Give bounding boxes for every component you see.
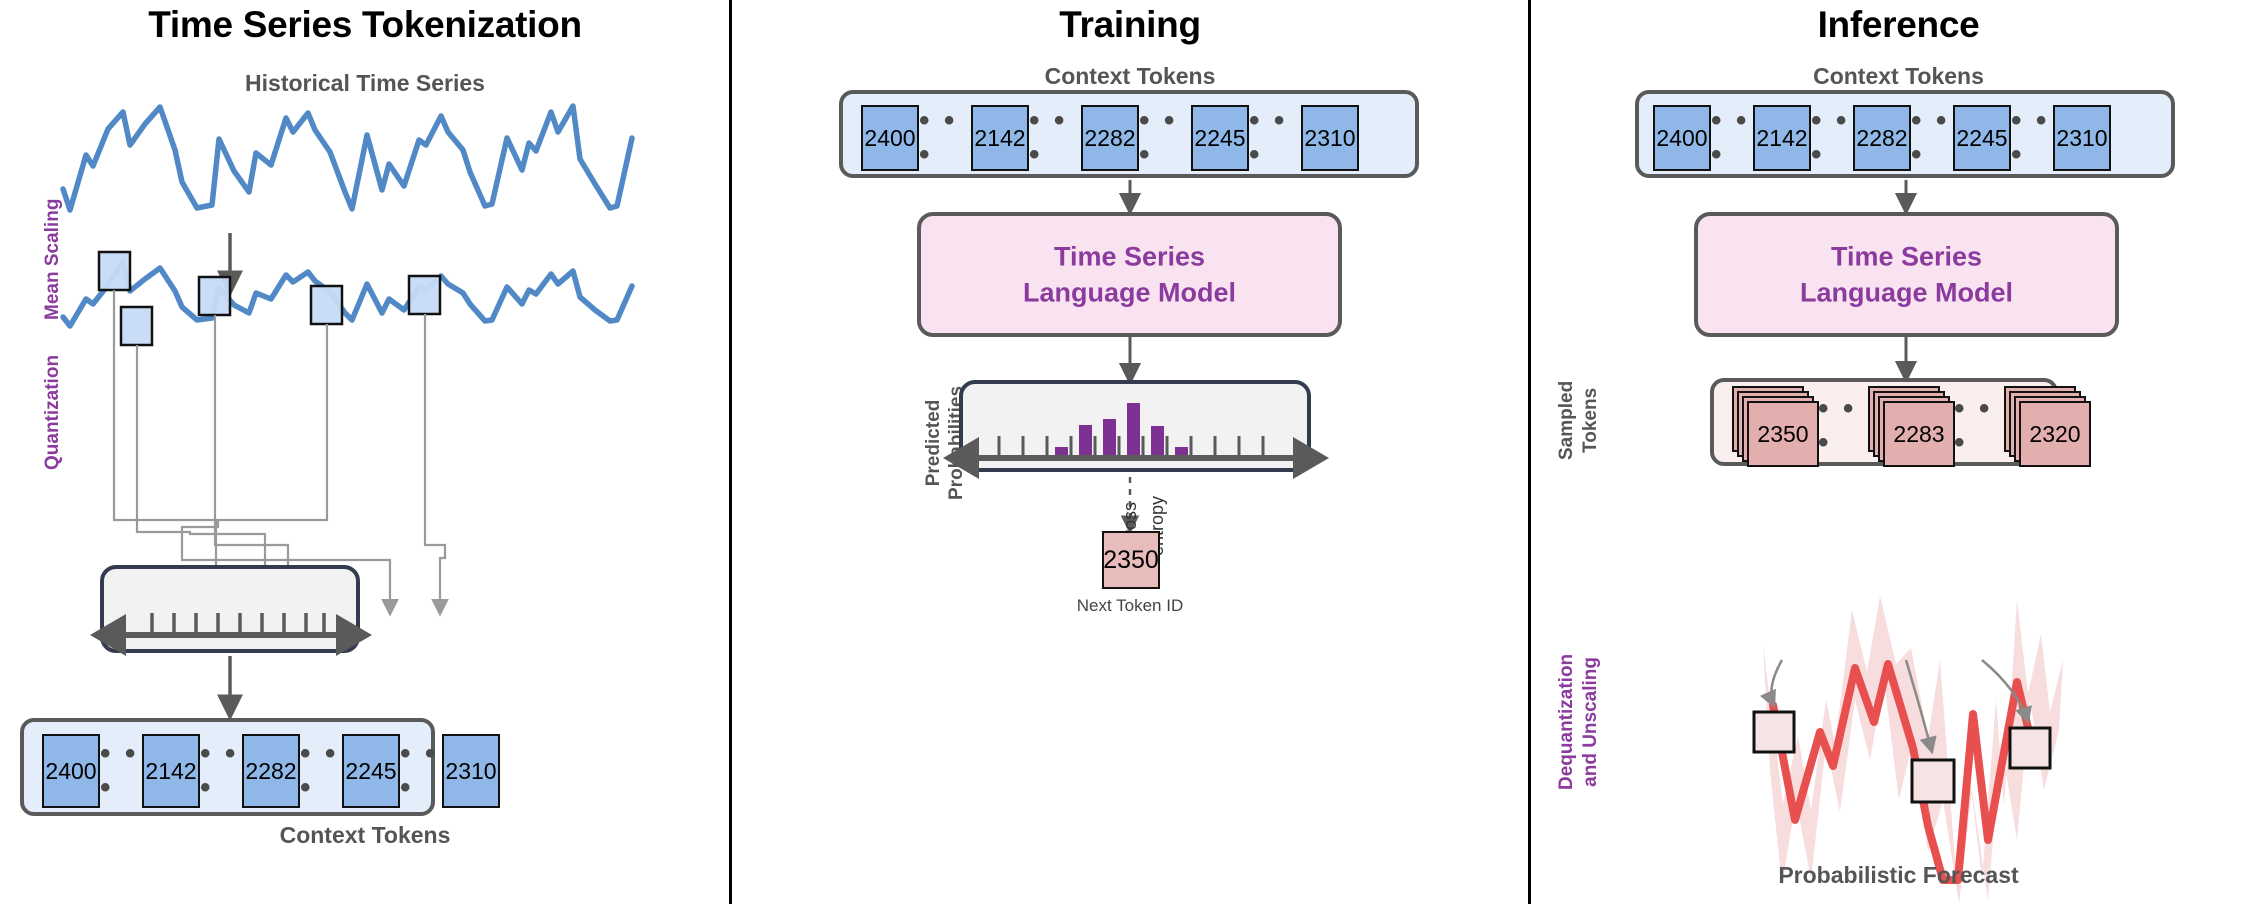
token-ellipsis: • • • xyxy=(1911,104,1950,171)
panel-divider-1 xyxy=(729,0,732,904)
context-token: 2310 xyxy=(2053,105,2111,171)
token-ellipsis: • • • xyxy=(1711,104,1750,171)
sampled-token: 2283 xyxy=(1883,401,1955,467)
tokenization-figure xyxy=(60,103,635,617)
model-label-inference: Time Series Language Model xyxy=(1698,238,2115,311)
model-label-line1: Time Series xyxy=(1053,241,1206,272)
predicted-probabilities-box xyxy=(943,380,1329,479)
context-tokens-row-inference: 2400• • •2142• • •2282• • •2245• • •2310 xyxy=(1653,104,2111,171)
panel-tokenization: Time Series Tokenization Historical Time… xyxy=(0,0,730,904)
token-ellipsis: • • • xyxy=(1249,104,1288,171)
token-ellipsis: • • • xyxy=(1029,104,1068,171)
context-tokens-row-training: 2400• • •2142• • •2282• • •2245• • •2310 xyxy=(861,104,1359,171)
context-tokens-row-tokenization: 2400• • •2142• • •2282• • •2245• • •2310 xyxy=(42,734,500,808)
context-tokens-container-inference: 2400• • •2142• • •2282• • •2245• • •2310 xyxy=(1635,90,2175,178)
context-token: 2310 xyxy=(1301,105,1359,171)
dequantization-connectors xyxy=(1759,659,2032,755)
panel-inference: Inference Context Tokens 2400• • •2142• … xyxy=(1530,0,2267,904)
token-ellipsis: • • • xyxy=(300,737,339,804)
quantization-number-line xyxy=(90,613,372,656)
context-token: 2142 xyxy=(1753,105,1811,171)
panel-training: Training Context Tokens 2400• • •2142• •… xyxy=(731,0,1529,904)
context-token: 2400 xyxy=(1653,105,1711,171)
token-ellipsis: • • • xyxy=(2011,104,2050,171)
quantization-number-line-box xyxy=(90,565,372,656)
mean-scaled-series-line xyxy=(60,259,635,329)
vlabel-sampled-tokens-line1: Sampled xyxy=(1556,380,1577,460)
vlabel-dequantization-unscaling: Dequantization and Unscaling xyxy=(1555,654,1603,790)
context-token: 2245 xyxy=(1953,105,2011,171)
context-token: 2142 xyxy=(142,734,200,808)
context-token: 2245 xyxy=(342,734,400,808)
probabilistic-forecast-caption: Probabilistic Forecast xyxy=(1778,862,2019,888)
inference-arrows xyxy=(1752,180,2063,904)
token-ellipsis: • • • xyxy=(1139,104,1178,171)
model-label-line2: Language Model xyxy=(1022,277,1236,308)
next-token-id-chip: 2350 xyxy=(1102,531,1160,589)
model-label-training: Time Series Language Model xyxy=(921,238,1338,311)
model-label-inference-line2: Language Model xyxy=(1799,277,2013,308)
context-tokens-label-training: Context Tokens xyxy=(1044,63,1216,89)
token-ellipsis: • • • xyxy=(400,737,439,804)
historical-series-label: Historical Time Series xyxy=(245,70,485,96)
sampled-token-stack: 2320 xyxy=(2004,386,2091,467)
time-series-language-model-inference: Time Series Language Model xyxy=(1694,212,2119,337)
context-tokens-label-inference: Context Tokens xyxy=(1813,63,1984,89)
dequantized-value-boxes xyxy=(1752,710,2052,804)
token-ellipsis: • • • xyxy=(100,737,139,804)
page-title-inference: Inference xyxy=(1817,4,1980,45)
context-token: 2400 xyxy=(42,734,100,808)
vlabel-dequantization-line1: Dequantization xyxy=(1556,653,1577,790)
page-title-tokenization: Time Series Tokenization xyxy=(148,4,582,45)
training-arrows xyxy=(1118,180,1142,535)
context-token: 2282 xyxy=(1081,105,1139,171)
predicted-probabilities-chart xyxy=(943,403,1329,479)
token-ellipsis: • • • xyxy=(919,104,958,171)
vlabel-sampled-tokens: Sampled Tokens xyxy=(1555,381,1603,460)
context-tokens-container-tokenization: 2400• • •2142• • •2282• • •2245• • •2310 xyxy=(20,718,500,816)
token-ellipsis: • • • xyxy=(1954,392,1993,459)
time-series-language-model-training: Time Series Language Model xyxy=(917,212,1342,337)
vlabel-predicted-probabilities-line1: Predicted xyxy=(923,399,944,487)
context-token: 2282 xyxy=(242,734,300,808)
panel-divider-2 xyxy=(1528,0,1531,904)
sampled-token: 2320 xyxy=(2019,401,2091,467)
context-token: 2310 xyxy=(442,734,500,808)
token-ellipsis: • • • xyxy=(1818,392,1857,459)
next-token-id-caption: Next Token ID xyxy=(1076,596,1184,615)
vlabel-dequantization-line2: and Unscaling xyxy=(1579,656,1601,787)
context-token: 2245 xyxy=(1191,105,1249,171)
sampled-token-stack: 2283 xyxy=(1868,386,1955,467)
sampled-token-stack: 2350 xyxy=(1732,386,1819,467)
historical-series-line xyxy=(60,103,635,213)
sampled-token: 2350 xyxy=(1747,401,1819,467)
tokenization-lower-arrows xyxy=(217,656,243,721)
context-tokens-container-training: 2400• • •2142• • •2282• • •2245• • •2310 xyxy=(839,90,1419,178)
context-token: 2282 xyxy=(1853,105,1911,171)
sampled-tokens-container: 2350• • •2283• • •2320 xyxy=(1710,378,2091,467)
context-tokens-caption-tokenization: Context Tokens xyxy=(279,822,451,848)
token-ellipsis: • • • xyxy=(200,737,239,804)
vlabel-sampled-tokens-line2: Tokens xyxy=(1579,387,1601,453)
model-label-inference-line1: Time Series xyxy=(1830,241,1983,272)
token-ellipsis: • • • xyxy=(1811,104,1850,171)
sampled-tokens-row: 2350• • •2283• • •2320 xyxy=(1732,386,2091,467)
page-title-training: Training xyxy=(1059,4,1201,45)
context-token: 2142 xyxy=(971,105,1029,171)
context-token: 2400 xyxy=(861,105,919,171)
